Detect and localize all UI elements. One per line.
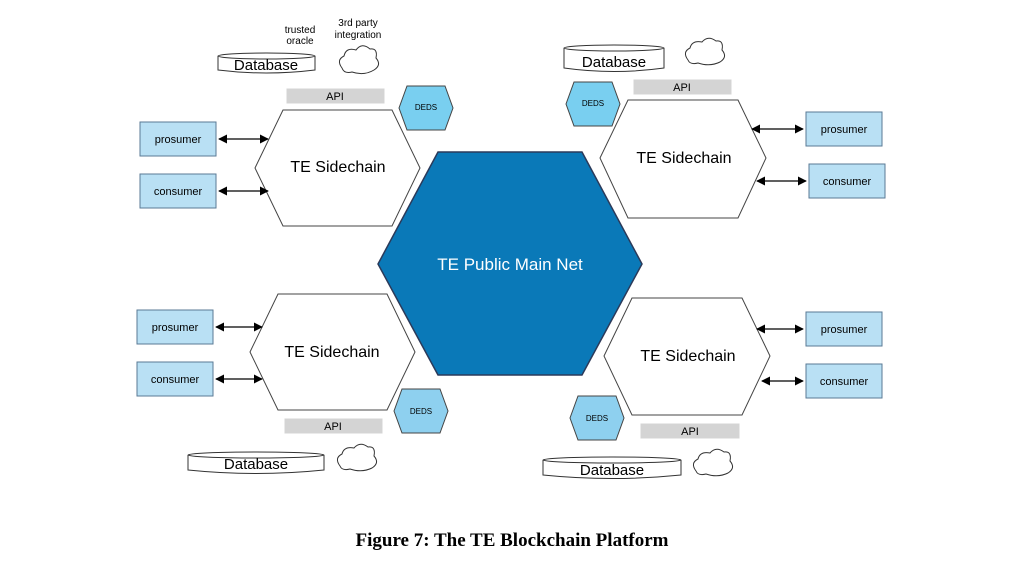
main-net: TE Public Main Net <box>377 151 643 376</box>
deds-label: DEDS <box>586 414 608 423</box>
sidechain-label: TE Sidechain <box>640 348 735 365</box>
database-cylinder: Database <box>187 451 325 474</box>
database-label: Database <box>580 462 644 479</box>
database-cylinder: Database <box>217 52 316 74</box>
deds-node <box>569 395 625 441</box>
api-label: API <box>673 82 691 94</box>
cloud-icon <box>692 448 734 477</box>
consumer-box <box>805 363 883 399</box>
prosumer-label: prosumer <box>152 322 199 334</box>
database-cylinder: Database <box>542 456 682 479</box>
database-label: Database <box>582 54 646 71</box>
trusted-oracle-label-1: trusted <box>285 25 316 36</box>
consumer-label: consumer <box>823 176 872 188</box>
sidechain-bottom-left: TE Sidechain DEDS API Database prosumer … <box>136 293 449 474</box>
sidechain-hexagon <box>249 293 416 411</box>
sidechain-top-right: Database API DEDS TE Sidechain prosumer … <box>563 37 886 219</box>
sidechain-top-left: trusted oracle 3rd party integration Dat… <box>139 18 454 227</box>
api-bar <box>286 88 385 104</box>
database-label: Database <box>224 456 288 473</box>
deds-label: DEDS <box>410 407 432 416</box>
third-party-label-2: integration <box>335 30 382 41</box>
api-bar <box>284 418 383 434</box>
consumer-label: consumer <box>154 186 203 198</box>
sidechain-bottom-right: TE Sidechain DEDS API Database prosumer … <box>542 297 883 479</box>
prosumer-box <box>805 111 883 147</box>
deds-node <box>393 388 449 434</box>
database-cylinder: Database <box>563 44 665 72</box>
consumer-box <box>139 173 217 209</box>
prosumer-box <box>805 311 883 347</box>
cloud-icon <box>336 443 378 472</box>
deds-label: DEDS <box>582 99 604 108</box>
cloud-icon <box>338 45 380 75</box>
consumer-box <box>808 163 886 199</box>
deds-label: DEDS <box>415 103 437 112</box>
sidechain-hexagon <box>599 99 767 219</box>
figure-caption: Figure 7: The TE Blockchain Platform <box>355 530 669 551</box>
trusted-oracle-label-2: oracle <box>286 36 314 47</box>
sidechain-hexagon <box>254 109 421 227</box>
sidechain-label: TE Sidechain <box>636 150 731 167</box>
prosumer-box <box>139 121 217 157</box>
deds-node <box>565 81 621 127</box>
cloud-icon <box>684 37 726 66</box>
main-net-label: TE Public Main Net <box>437 255 583 274</box>
sidechain-hexagon <box>603 297 771 416</box>
third-party-label-1: 3rd party <box>338 18 377 29</box>
api-label: API <box>326 91 344 103</box>
sidechain-label: TE Sidechain <box>284 344 379 361</box>
prosumer-label: prosumer <box>821 324 868 336</box>
consumer-box <box>136 361 214 397</box>
api-bar <box>640 423 740 439</box>
api-label: API <box>324 421 342 433</box>
consumer-label: consumer <box>151 374 200 386</box>
prosumer-label: prosumer <box>821 124 868 136</box>
api-label: API <box>681 426 699 438</box>
api-bar <box>633 79 732 95</box>
sidechain-label: TE Sidechain <box>290 159 385 176</box>
prosumer-label: prosumer <box>155 134 202 146</box>
prosumer-box <box>136 309 214 345</box>
consumer-label: consumer <box>820 376 869 388</box>
database-label: Database <box>234 57 298 74</box>
deds-node <box>398 85 454 131</box>
